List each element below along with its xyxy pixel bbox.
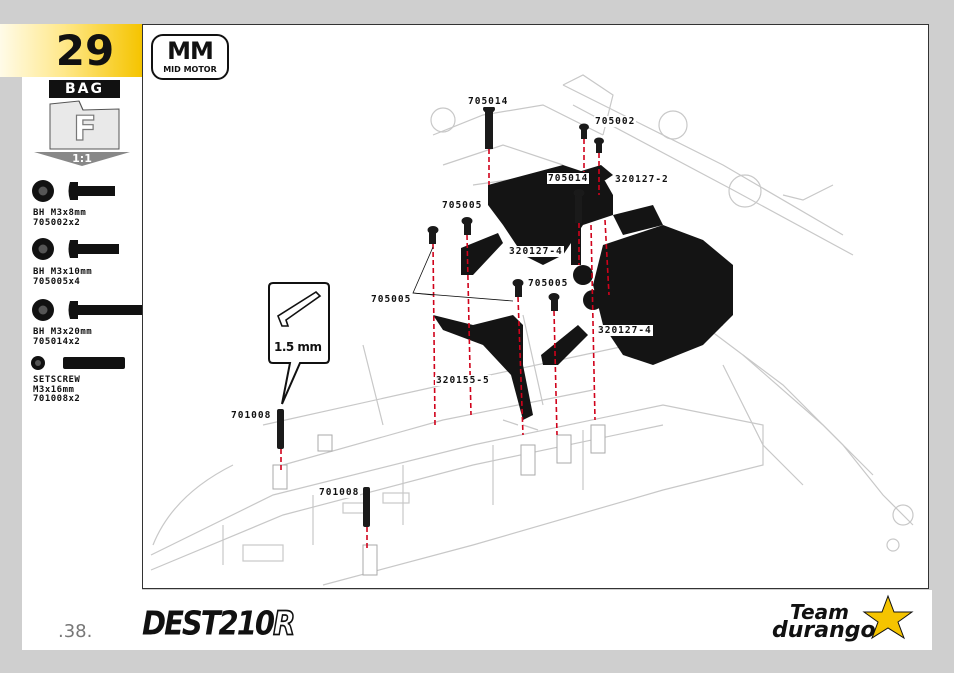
part-caption-line: 705014x2 (33, 336, 81, 347)
callout-705005: 705005 (370, 294, 413, 305)
part-caption-line: 705002x2 (33, 217, 81, 228)
callout-705002: 705002 (594, 116, 637, 127)
screw-m3x10-icon (32, 238, 119, 260)
screw-m3x8-icon (32, 180, 115, 202)
part-caption-4: SETSCREW M3x16mm 701008x2 (33, 375, 81, 405)
part-caption-line: BH M3x8mm (33, 208, 87, 218)
callout-320127-2: 320127-2 (614, 174, 670, 185)
part-caption-2: BH M3x10mm 705005x4 (33, 267, 93, 287)
page-number: .38. (58, 621, 93, 642)
part-caption-1: BH M3x8mm 705002x2 (33, 208, 87, 228)
star-icon (862, 594, 914, 640)
product-name: DEST210 (142, 603, 275, 643)
setscrew-icon (31, 356, 125, 370)
product-suffix: R (272, 603, 296, 644)
bag-label: BAG (49, 80, 120, 98)
bag-letter: F (73, 109, 96, 149)
part-caption-line: 701008x2 (33, 394, 81, 404)
callout-705005: 705005 (441, 200, 484, 211)
callout-320127-4: 320127-4 (508, 246, 564, 257)
hex-key-icon (277, 290, 322, 327)
bag-icon: F (49, 100, 120, 150)
team-durango-logo: Team durango (770, 592, 925, 650)
scale-label: 1:1 (72, 152, 92, 165)
step-number: 29 (55, 26, 115, 75)
part-caption-3: BH M3x20mm 705014x2 (33, 327, 93, 347)
assembly-diagram (142, 24, 929, 589)
tool-size-label: 1.5 mm (274, 340, 322, 354)
callout-701008: 701008 (318, 487, 361, 498)
part-caption-line: BH M3x20mm (33, 327, 93, 337)
product-logo: DEST210R (142, 603, 296, 644)
scale-arrow (34, 152, 130, 166)
logo-line2: durango (772, 618, 876, 643)
screw-m3x20-icon (32, 299, 162, 321)
part-caption-line: SETSCREW (33, 375, 81, 385)
badge-title: MM (167, 37, 214, 65)
callout-705014: 705014 (546, 172, 591, 185)
part-caption-line: M3x16mm (33, 384, 75, 395)
callout-705005: 705005 (527, 278, 570, 289)
logo-line1: Team (790, 600, 849, 624)
callout-320127-4: 320127-4 (597, 325, 653, 336)
callout-320155-5: 320155-5 (435, 375, 491, 386)
footer-bar (22, 590, 932, 650)
mid-motor-badge: MM MID MOTOR (151, 34, 229, 80)
badge-subtitle: MID MOTOR (163, 65, 217, 74)
callout-701008: 701008 (230, 410, 273, 421)
assembly-drawing (150, 74, 914, 586)
hex-key-callout (268, 282, 330, 405)
callout-705014: 705014 (467, 96, 510, 107)
part-caption-line: BH M3x10mm (33, 267, 93, 277)
part-caption-line: 705005x4 (33, 276, 81, 287)
step-header (0, 24, 142, 77)
